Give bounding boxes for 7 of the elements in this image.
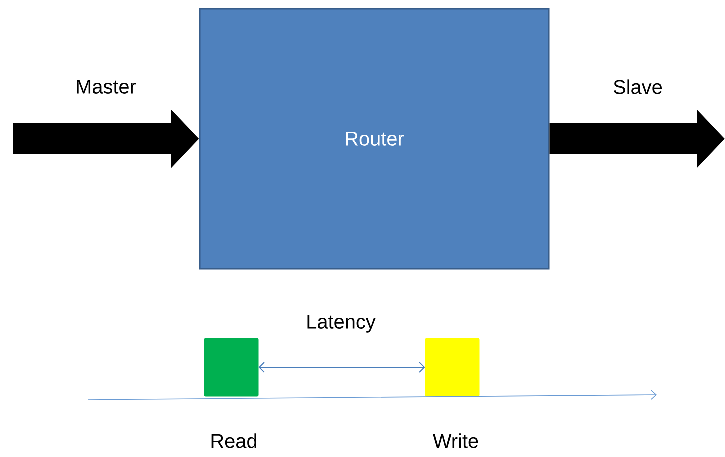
edge-label: Slave — [612, 78, 664, 96]
edge-label: Latency — [305, 314, 377, 334]
double-arrow — [258, 362, 426, 373]
edge-label: Master — [74, 79, 138, 95]
node-caption: Read — [212, 434, 257, 448]
node-caption: Write — [433, 434, 478, 448]
router-box: Router — [199, 8, 550, 270]
